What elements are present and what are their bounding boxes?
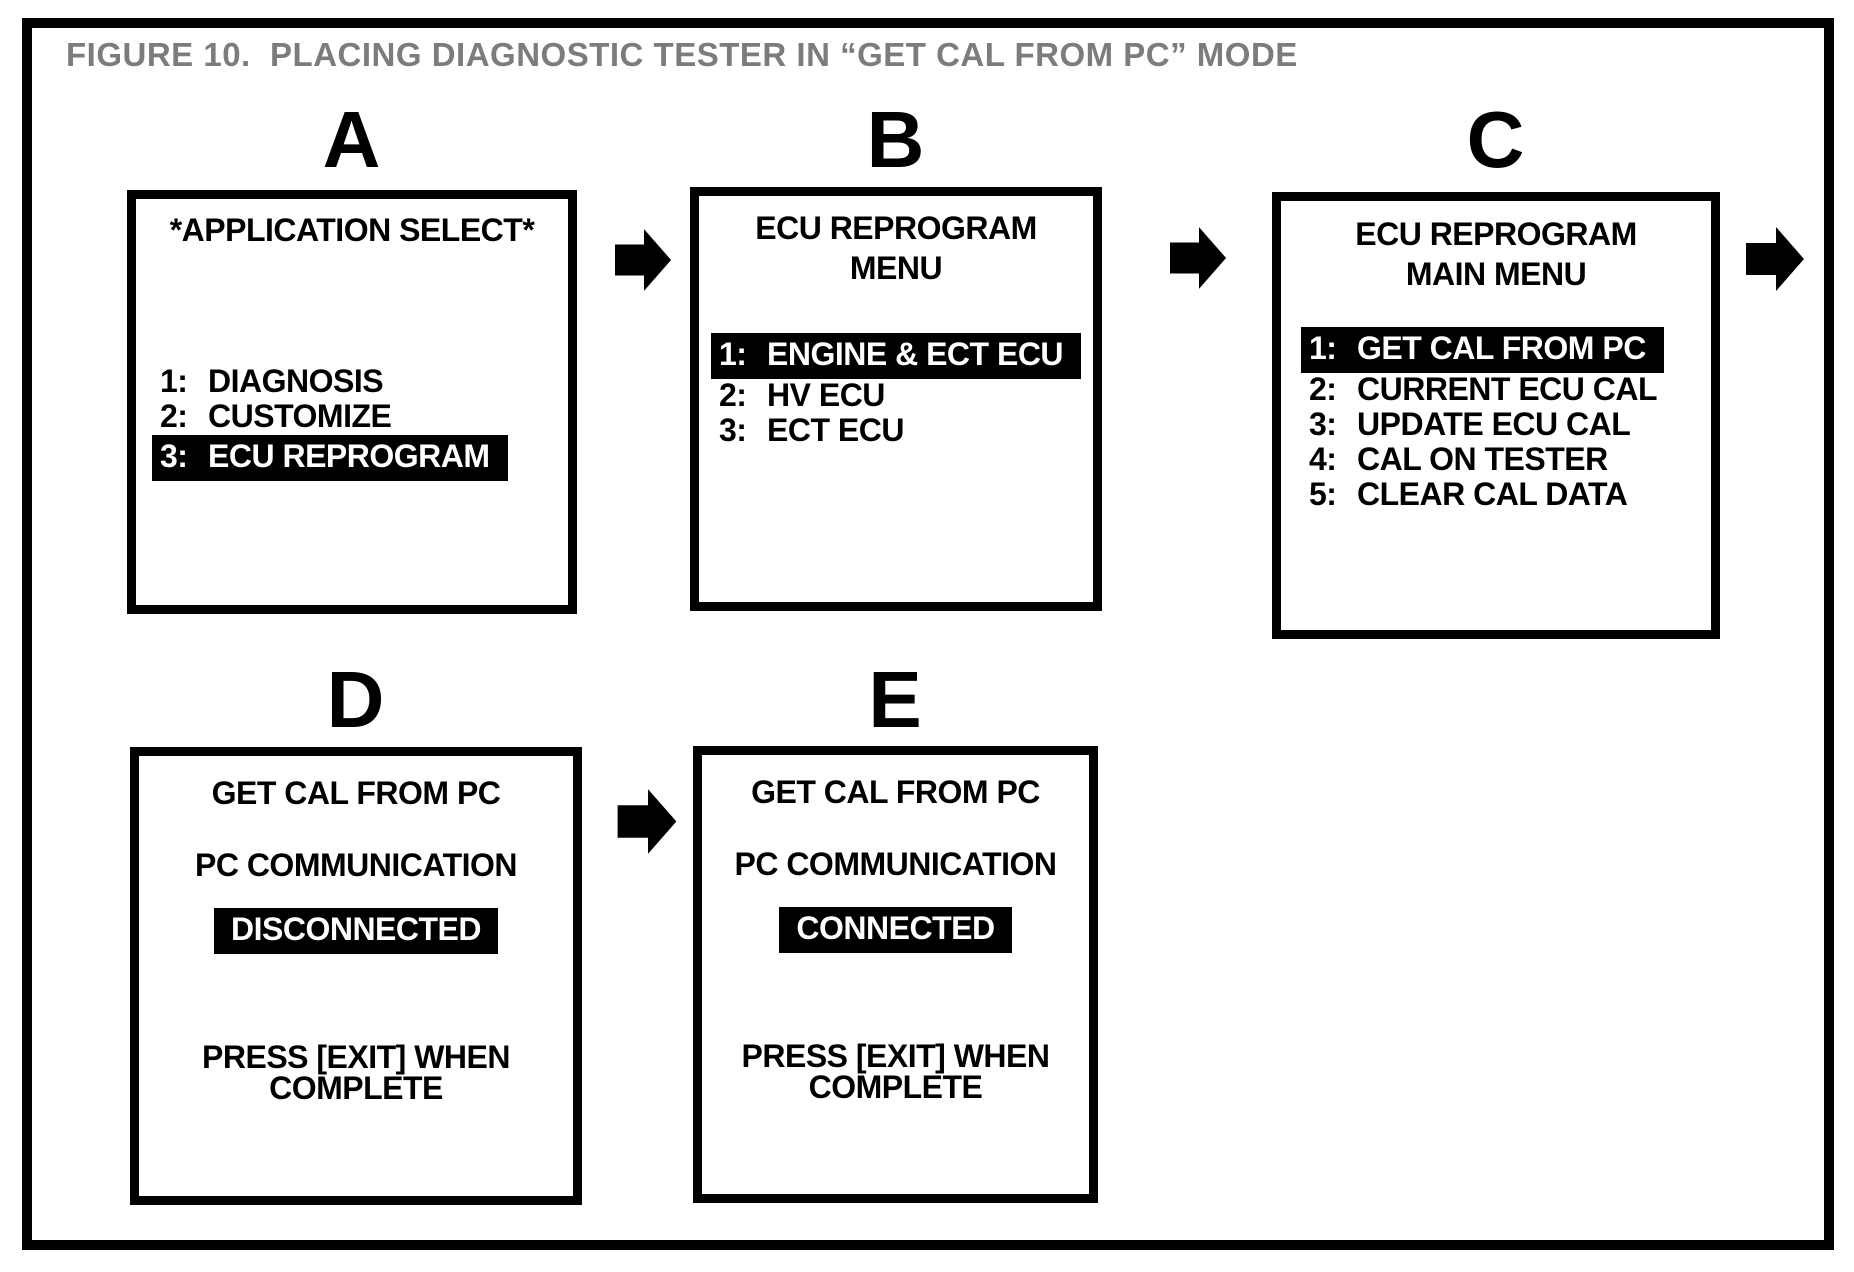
screen-b-box: ECU REPROGRAM MENU 1: ENGINE & ECT ECU 2… bbox=[690, 187, 1102, 611]
screen-label-c: C bbox=[1466, 95, 1526, 184]
screen-b-title: ECU REPROGRAM MENU bbox=[699, 208, 1093, 288]
menu-item: 2: CURRENT ECU CAL bbox=[1309, 371, 1664, 407]
menu-item-number: 2: bbox=[160, 398, 188, 434]
menu-item: 3: UPDATE ECU CAL bbox=[1309, 406, 1664, 442]
screen-d-footer-line1: PRESS [EXIT] WHEN bbox=[202, 1039, 510, 1075]
screen-d-footer-line2: COMPLETE bbox=[269, 1070, 443, 1106]
menu-item-label: ENGINE & ECT ECU bbox=[767, 336, 1064, 372]
arrow-right-icon bbox=[617, 789, 677, 854]
screen-c-title-line2: MAIN MENU bbox=[1405, 256, 1587, 292]
menu-item: 2: HV ECU bbox=[719, 377, 1081, 413]
screen-b-menu: 1: ENGINE & ECT ECU 2: HV ECU 3: ECT ECU bbox=[711, 333, 1082, 448]
screen-a-box: *APPLICATION SELECT* 1: DIAGNOSIS 2: CUS… bbox=[127, 190, 577, 614]
menu-item-number: 5: bbox=[1309, 476, 1337, 512]
menu-item-label: CLEAR CAL DATA bbox=[1357, 476, 1628, 512]
menu-item-number: 2: bbox=[719, 377, 747, 413]
selection-highlight: 1: GET CAL FROM PC bbox=[1301, 327, 1664, 373]
screen-e-line1: GET CAL FROM PC bbox=[751, 774, 1040, 810]
menu-item-number: 1: bbox=[160, 363, 188, 399]
screen-c-title: ECU REPROGRAM MAIN MENU bbox=[1281, 214, 1711, 294]
menu-item-number: 3: bbox=[160, 438, 188, 474]
menu-item-label: GET CAL FROM PC bbox=[1357, 330, 1646, 366]
menu-item-label: CURRENT ECU CAL bbox=[1357, 371, 1658, 407]
screen-c-box: ECU REPROGRAM MAIN MENU 1: GET CAL FROM … bbox=[1272, 192, 1720, 639]
menu-item-label: CAL ON TESTER bbox=[1357, 441, 1608, 477]
screen-d-footer: PRESS [EXIT] WHEN COMPLETE bbox=[139, 1039, 573, 1106]
screen-e-line2: PC COMMUNICATION bbox=[734, 846, 1057, 882]
menu-item: 2: CUSTOMIZE bbox=[160, 398, 508, 434]
arrow-right-icon bbox=[1746, 227, 1804, 291]
figure-title: FIGURE 10. PLACING DIAGNOSTIC TESTER IN … bbox=[66, 36, 1298, 73]
menu-item-label: DIAGNOSIS bbox=[208, 363, 384, 399]
selection-highlight: 1: ENGINE & ECT ECU bbox=[711, 333, 1082, 379]
screen-a-title: *APPLICATION SELECT* bbox=[169, 212, 535, 248]
screen-e-footer-line2: COMPLETE bbox=[808, 1069, 983, 1105]
screen-d-box: GET CAL FROM PC PC COMMUNICATION DISCONN… bbox=[130, 747, 582, 1205]
menu-item-selected: 3: ECU REPROGRAM bbox=[152, 435, 508, 481]
menu-item-number: 4: bbox=[1309, 441, 1337, 477]
menu-item-selected: 1: GET CAL FROM PC bbox=[1301, 327, 1664, 373]
screen-d-line1: GET CAL FROM PC bbox=[211, 775, 501, 811]
status-badge-disconnected: DISCONNECTED bbox=[213, 908, 498, 954]
menu-item: 5: CLEAR CAL DATA bbox=[1309, 476, 1664, 512]
screen-e-footer-line1: PRESS [EXIT] WHEN bbox=[741, 1038, 1050, 1074]
screen-a-menu: 1: DIAGNOSIS 2: CUSTOMIZE 3: ECU REPROGR… bbox=[152, 363, 508, 481]
menu-item-number: 1: bbox=[1309, 330, 1337, 366]
menu-item: 4: CAL ON TESTER bbox=[1309, 441, 1664, 477]
screen-e-status-wrap: CONNECTED bbox=[702, 907, 1089, 953]
arrow-right-icon bbox=[615, 229, 672, 291]
menu-item-label: HV ECU bbox=[767, 377, 885, 413]
menu-item-number: 3: bbox=[719, 412, 747, 448]
screen-label-a: A bbox=[322, 95, 382, 184]
screen-c-menu: 1: GET CAL FROM PC 2: CURRENT ECU CAL 3:… bbox=[1301, 327, 1664, 512]
screen-label-b: B bbox=[866, 95, 926, 184]
screen-d-status-wrap: DISCONNECTED bbox=[139, 908, 573, 954]
screen-d-line2: PC COMMUNICATION bbox=[194, 847, 518, 883]
screen-b-title-line1: ECU REPROGRAM bbox=[755, 210, 1037, 246]
screen-b-title-line2: MENU bbox=[849, 250, 943, 286]
menu-item: 3: ECT ECU bbox=[719, 412, 1081, 448]
menu-item-label: CUSTOMIZE bbox=[208, 398, 392, 434]
menu-item-label: ECT ECU bbox=[767, 412, 904, 448]
screen-label-e: E bbox=[868, 655, 923, 744]
status-badge-connected: CONNECTED bbox=[779, 907, 1012, 953]
selection-highlight: 3: ECU REPROGRAM bbox=[152, 435, 508, 481]
menu-item-number: 3: bbox=[1309, 406, 1337, 442]
screen-e-box: GET CAL FROM PC PC COMMUNICATION CONNECT… bbox=[693, 746, 1098, 1203]
screen-e-footer: PRESS [EXIT] WHEN COMPLETE bbox=[702, 1038, 1089, 1105]
menu-item: 1: DIAGNOSIS bbox=[160, 363, 508, 399]
arrow-right-icon bbox=[1170, 227, 1227, 289]
menu-item-label: UPDATE ECU CAL bbox=[1357, 406, 1631, 442]
menu-item-selected: 1: ENGINE & ECT ECU bbox=[711, 333, 1082, 379]
menu-item-number: 1: bbox=[719, 336, 747, 372]
screen-label-d: D bbox=[326, 655, 386, 744]
menu-item-number: 2: bbox=[1309, 371, 1337, 407]
menu-item-label: ECU REPROGRAM bbox=[208, 438, 490, 474]
screen-c-title-line1: ECU REPROGRAM bbox=[1355, 216, 1637, 252]
